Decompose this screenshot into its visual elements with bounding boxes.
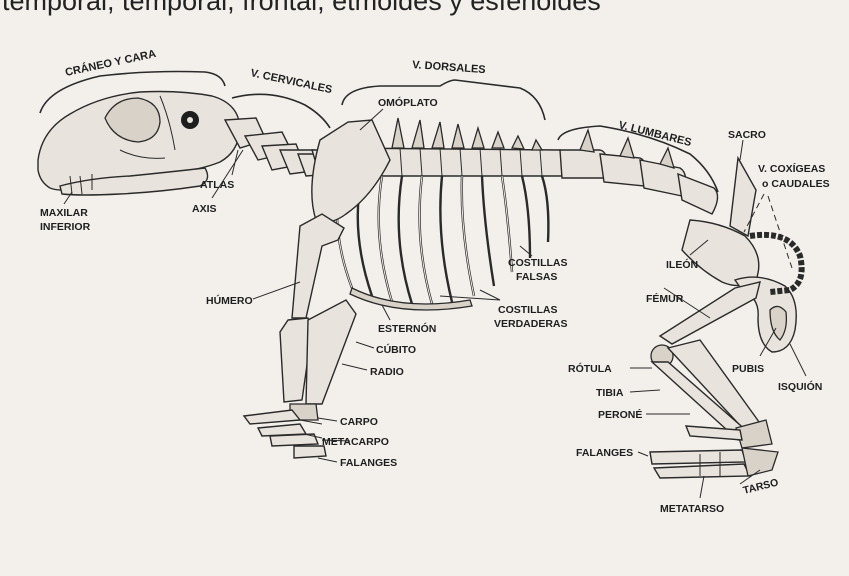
label-falanges-hind: FALANGES [576,447,633,459]
label-tarso: TARSO [742,477,780,497]
label-humero: HÚMERO [206,294,253,307]
label-coxigeas-2: o CAUDALES [762,178,830,190]
rib-cage [337,176,549,310]
label-tibia: TIBIA [596,387,624,399]
label-ileon: ILEÓN [666,258,698,271]
label-coxigeas-1: V. COXÍGEAS [758,162,825,175]
label-isquion: ISQUIÓN [778,380,822,393]
lumbar-vertebrae [560,130,718,214]
label-femur: FÉMUR [646,292,684,305]
label-falanges-front: FALANGES [340,457,397,469]
label-atlas: ATLAS [200,179,234,191]
label-perone: PERONÉ [598,408,642,421]
label-pubis: PUBIS [732,363,764,375]
label-cubito: CÚBITO [376,343,416,356]
label-costillas-falsas-1: COSTILLAS [508,257,568,269]
label-maxilar-2: INFERIOR [40,221,91,233]
label-costillas-verd-2: VERDADERAS [494,318,568,330]
label-esternon: ESTERNÓN [378,322,436,335]
label-omoplato: OMÓPLATO [378,96,438,109]
label-costillas-falsas-2: FALSAS [516,271,557,283]
label-rotula: RÓTULA [568,362,612,375]
label-costillas-verd-1: COSTILLAS [498,304,558,316]
dorsales-brace [342,80,545,120]
label-metatarso: METATARSO [660,503,724,515]
label-radio: RADIO [370,366,404,378]
label-sacro: SACRO [728,129,766,141]
label-carpo: CARPO [340,416,378,428]
label-cervicales: V. CERVICALES [249,67,333,96]
label-maxilar-1: MAXILAR [40,207,88,219]
label-dorsales: V. DORSALES [412,59,486,76]
label-axis: AXIS [192,203,217,215]
label-metacarpo: METACARPO [322,436,389,448]
